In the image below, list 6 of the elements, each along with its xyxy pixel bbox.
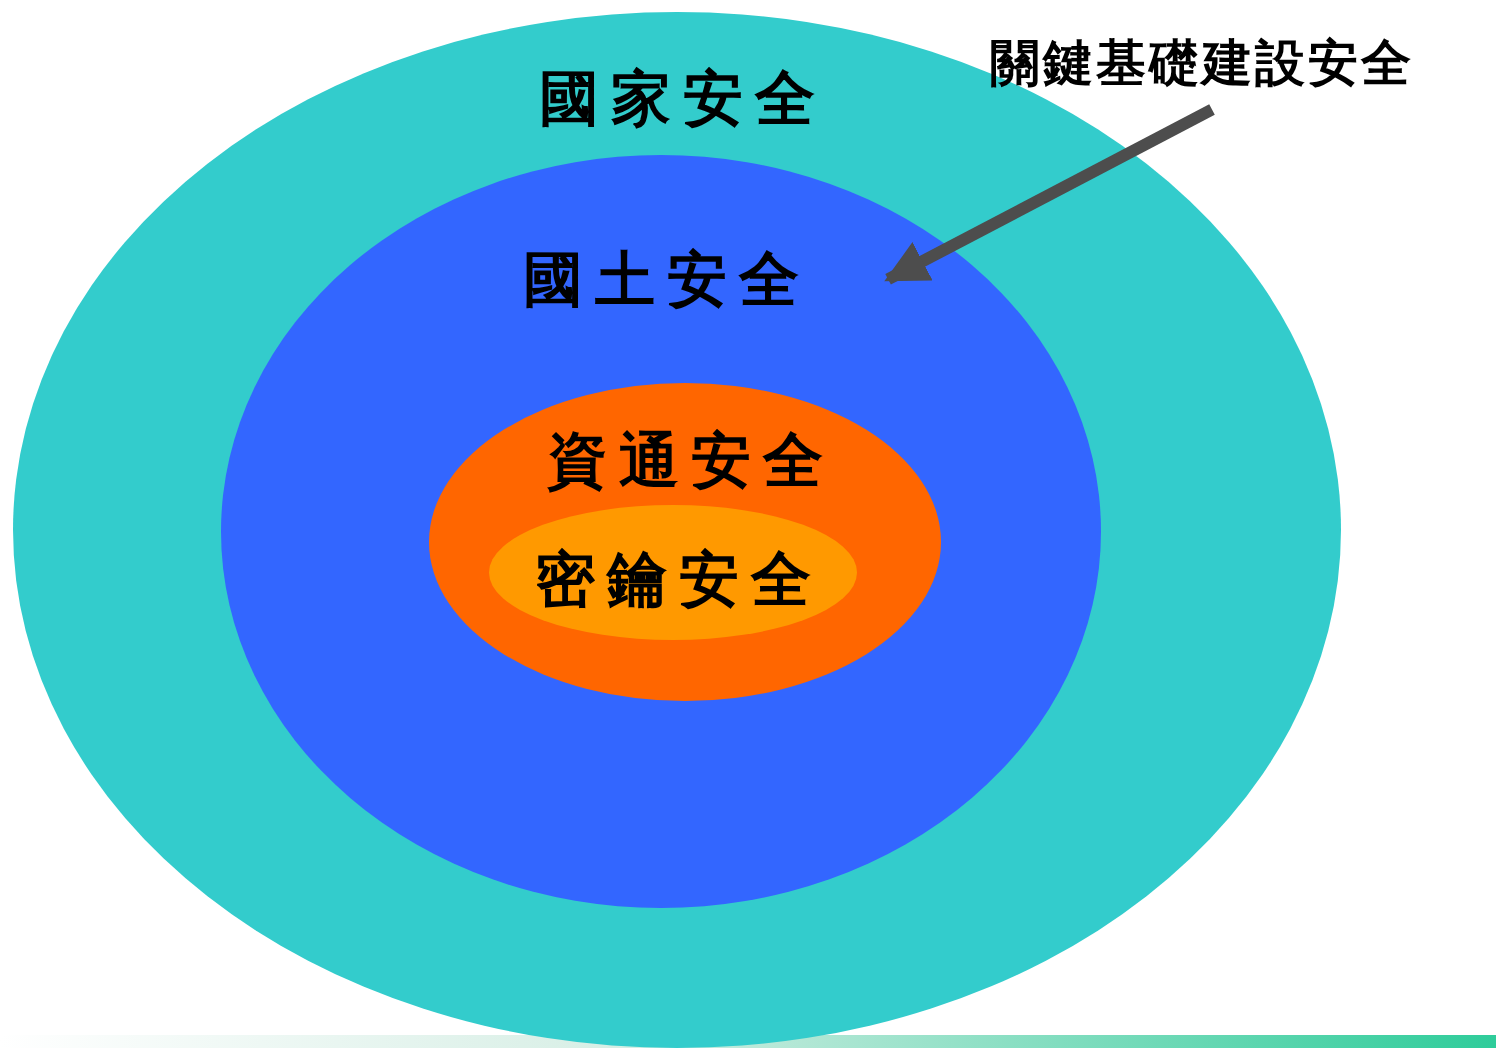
region-label: 國土安全 bbox=[522, 250, 811, 310]
region-label: 密鑰安全 bbox=[534, 550, 823, 610]
region-label: 資通安全 bbox=[546, 431, 835, 491]
callout-label: 關鍵基礎建設安全 bbox=[990, 38, 1414, 88]
arrow bbox=[884, 104, 1215, 285]
region-label: 國家安全 bbox=[538, 69, 827, 129]
